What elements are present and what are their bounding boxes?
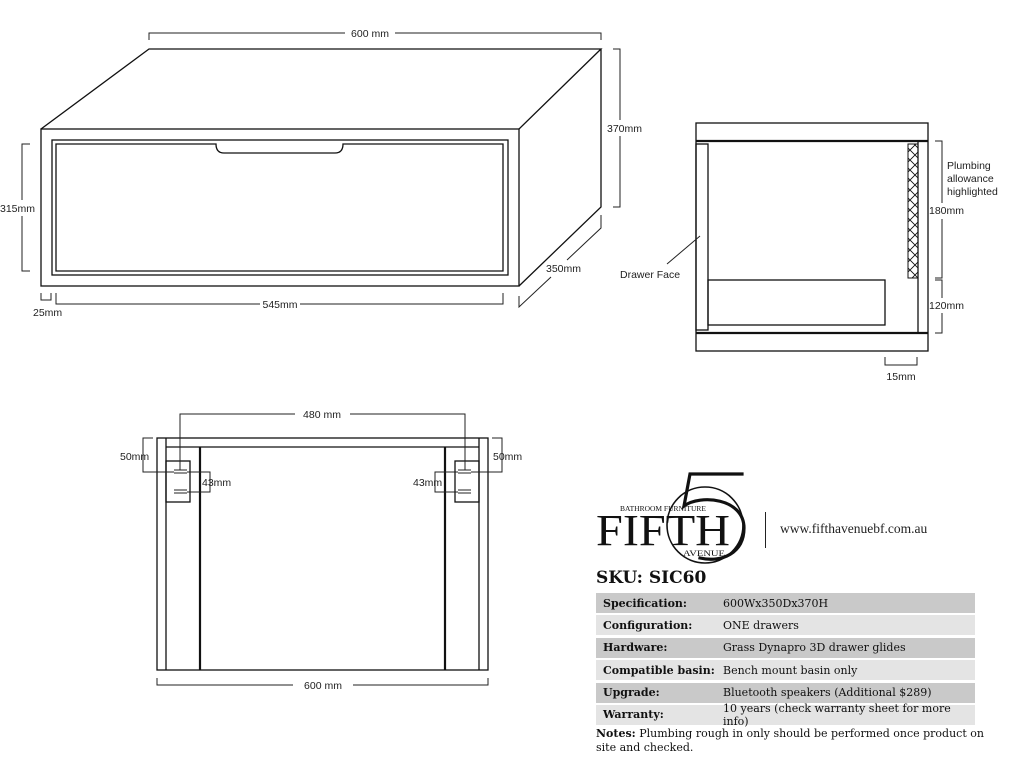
spec-row: Upgrade: Bluetooth speakers (Additional $… xyxy=(596,682,975,703)
logo-divider xyxy=(765,512,766,548)
spec-row: Hardware: Grass Dynapro 3D drawer glides xyxy=(596,637,975,658)
plan-view: 480 mm 50mm 43mm 50mm 43mm 600 mm xyxy=(120,409,522,692)
spec-row: Configuration: ONE drawers xyxy=(596,615,975,636)
back-dim: 15mm xyxy=(886,371,915,383)
spec-label: Specification: xyxy=(603,596,687,610)
drawer-face-label: Drawer Face xyxy=(620,269,680,281)
notes-label: Notes: xyxy=(596,727,636,740)
side-section-view: 180mm 120mm Plumbing allowance highlight… xyxy=(620,122,998,383)
right-offset-dim: 50mm xyxy=(493,451,522,463)
spec-value: Grass Dynapro 3D drawer glides xyxy=(723,641,906,655)
plumbing-note-2: allowance xyxy=(947,173,994,185)
spec-value: Bluetooth speakers (Additional $289) xyxy=(723,686,932,700)
spec-label: Hardware: xyxy=(603,641,668,655)
left-offset-dim: 50mm xyxy=(120,451,149,463)
left-bracket xyxy=(165,460,191,503)
spec-label: Upgrade: xyxy=(603,686,660,700)
notes-text: Plumbing rough in only should be perform… xyxy=(596,727,984,754)
depth-dim: 350mm xyxy=(546,263,581,275)
cabinet-outline xyxy=(40,48,603,287)
lower-dim: 120mm xyxy=(929,300,964,312)
bracket-spacing-dim: 480 mm xyxy=(303,409,341,421)
spec-row: Warranty: 10 years (check warranty sheet … xyxy=(596,701,975,728)
drawer-face-with-handle xyxy=(55,143,504,272)
upper-dim: 180mm xyxy=(929,205,964,217)
plumbing-note-1: Plumbing xyxy=(947,160,991,172)
notes: Notes: Plumbing rough in only should be … xyxy=(596,727,986,755)
sku-heading: SKU: SIC60 xyxy=(596,568,707,588)
spec-table: Specification: 600Wx350Dx370H Configurati… xyxy=(596,593,975,728)
right-slot-dim: 43mm xyxy=(413,477,442,489)
drawer-face-outer xyxy=(51,139,509,276)
spec-label: Configuration: xyxy=(603,618,693,632)
website-link[interactable]: www.fifthavenuebf.com.au xyxy=(780,521,928,536)
spec-row: Specification: 600Wx350Dx370H xyxy=(596,593,975,613)
overall-width-dim: 600 mm xyxy=(304,680,342,692)
drawer-box xyxy=(707,279,886,326)
drawer-height-dim: 315mm xyxy=(0,203,35,215)
height-dim: 370mm xyxy=(607,123,642,135)
spec-value: ONE drawers xyxy=(723,618,799,632)
brand-logo: FIFTH BATHROOM FURNITURE AVENUE xyxy=(596,472,746,564)
spec-value: 600Wx350Dx370H xyxy=(723,596,829,610)
plumbing-allowance-hatch xyxy=(907,143,919,279)
right-bracket xyxy=(454,460,480,503)
logo-numeral-five-icon xyxy=(681,472,746,561)
spec-label: Warranty: xyxy=(603,708,664,722)
logo-sub: AVENUE xyxy=(683,549,725,558)
logo-tagline: BATHROOM FURNITURE xyxy=(620,504,706,513)
spec-row: Compatible basin: Bench mount basin only xyxy=(596,660,975,681)
side-thickness-dim: 25mm xyxy=(33,307,62,319)
isometric-view: 600 mm 370mm 315mm 25mm 545mm 350mm xyxy=(0,28,642,319)
cabinet-front xyxy=(40,128,520,287)
plumbing-note-3: highlighted xyxy=(947,186,998,198)
spec-value: Bench mount basin only xyxy=(723,663,858,677)
spec-label: Compatible basin: xyxy=(603,663,715,677)
spec-value: 10 years (check warranty sheet for more … xyxy=(723,701,951,728)
width-dim: 600 mm xyxy=(351,28,389,40)
left-slot-dim: 43mm xyxy=(202,477,231,489)
drawer-width-dim: 545mm xyxy=(262,299,297,311)
logo-wordmark: FIFTH xyxy=(596,506,730,555)
drawer-face xyxy=(695,143,709,331)
